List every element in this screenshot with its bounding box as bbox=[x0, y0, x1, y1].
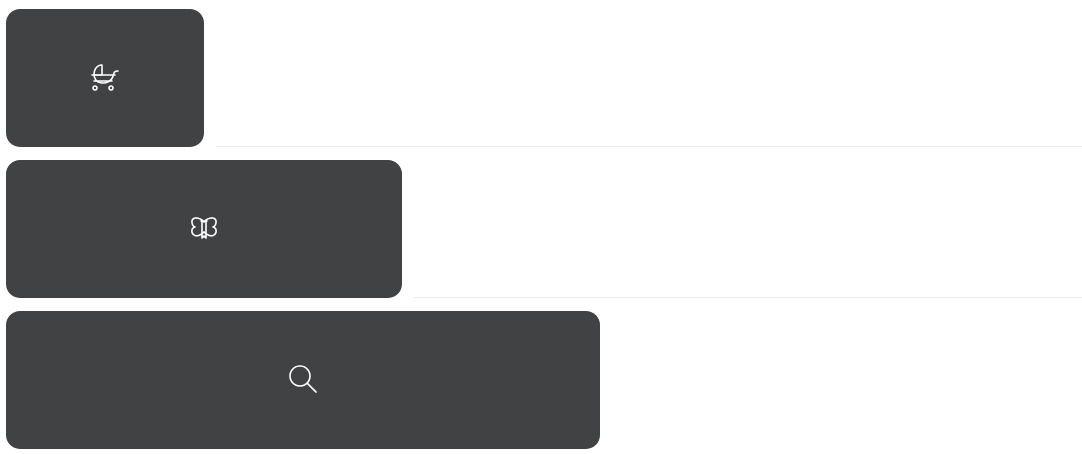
search-icon bbox=[283, 360, 323, 400]
tile-row-gift bbox=[0, 151, 1082, 302]
gift-icon bbox=[184, 209, 224, 249]
row-divider bbox=[414, 297, 1082, 298]
baby-stroller-icon bbox=[85, 58, 125, 98]
tile-row-search bbox=[0, 302, 1082, 453]
stroller-tile-button[interactable] bbox=[6, 9, 204, 147]
tile-row-stroller bbox=[0, 0, 1082, 151]
search-tile-button[interactable] bbox=[6, 311, 600, 449]
gift-tile-button[interactable] bbox=[6, 160, 402, 298]
row-divider bbox=[216, 146, 1082, 147]
